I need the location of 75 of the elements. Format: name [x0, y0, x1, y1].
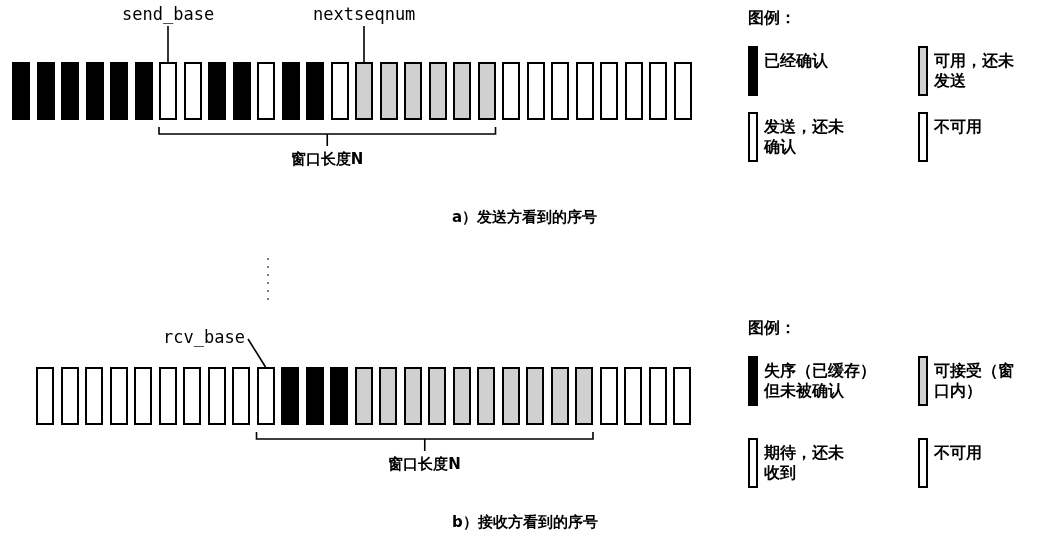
sequence-number-slot [257, 62, 275, 120]
legend-heading: 图例： [748, 318, 796, 338]
figure-caption: a）发送方看到的序号 [452, 208, 598, 227]
sequence-number-slot [648, 367, 667, 425]
pointer-label: nextseqnum [313, 4, 416, 24]
sequence-number-slot [673, 62, 692, 120]
sequence-number-slot [575, 367, 593, 425]
sequence-number-slot [624, 62, 643, 120]
sequence-number-slot [453, 62, 471, 120]
sequence-number-slot [477, 367, 495, 425]
sequence-number-slot [305, 367, 324, 425]
legend-label: 可接受（窗口内） [934, 361, 1015, 401]
legend-label: 发送，还未确认 [764, 117, 845, 157]
figure-caption: b）接收方看到的序号 [452, 513, 598, 532]
sequence-number-slot [673, 367, 691, 425]
sequence-number-slot [330, 62, 349, 120]
legend-label: 已经确认 [764, 51, 829, 71]
sequence-number-slot [208, 62, 226, 120]
pointer-label: send_base [122, 4, 215, 24]
sequence-number-slot [600, 62, 618, 120]
sequence-number-slot [36, 367, 54, 425]
sequence-number-slot [624, 367, 642, 425]
sequence-number-slot [452, 367, 471, 425]
legend-label: 期待，还未收到 [764, 443, 845, 483]
pointer-label: rcv_base [163, 327, 245, 347]
legend-heading: 图例： [748, 8, 796, 28]
sequence-number-slot [85, 62, 104, 120]
sequence-number-slot [379, 367, 397, 425]
sequence-number-slot [232, 62, 251, 120]
sequence-number-slot [61, 62, 79, 120]
sequence-number-slot [354, 367, 373, 425]
sequence-number-slot [526, 367, 544, 425]
legend-label: 不可用 [934, 443, 983, 463]
sequence-number-slot [256, 367, 275, 425]
sequence-number-slot [477, 62, 496, 120]
sequence-number-slot [355, 62, 373, 120]
sequence-number-slot [110, 62, 128, 120]
leader-line [363, 25, 365, 63]
sequence-number-slot [428, 367, 446, 425]
sequence-number-slot [183, 367, 201, 425]
sequence-number-slot [575, 62, 594, 120]
sequence-number-slot [306, 62, 324, 120]
sequence-number-slot [501, 367, 520, 425]
sequence-number-slot [550, 367, 569, 425]
legend-label: 可用，还未发送 [934, 51, 1015, 91]
legend-label: 不可用 [934, 117, 983, 137]
sequence-number-slot [551, 62, 569, 120]
window-size-label: 窗口长度N [290, 150, 364, 169]
sequence-number-slot [404, 62, 422, 120]
sequence-number-slot [379, 62, 398, 120]
sequence-number-slot [281, 62, 300, 120]
sequence-number-slot [330, 367, 348, 425]
sequence-number-slot [134, 367, 152, 425]
sequence-number-slot [36, 62, 55, 120]
legend-label: 失序（已缓存）但未被确认 [764, 361, 877, 401]
sequence-number-slot [232, 367, 250, 425]
sequence-number-slot [428, 62, 447, 120]
sequence-number-slot [502, 62, 520, 120]
sequence-number-slot [281, 367, 299, 425]
sequence-number-slot [183, 62, 202, 120]
leader-line [247, 338, 267, 368]
window-size-label: 窗口长度N [388, 455, 461, 474]
sequence-number-slot [85, 367, 103, 425]
sequence-number-slot [207, 367, 226, 425]
sequence-number-slot [599, 367, 618, 425]
sequence-number-slot [60, 367, 79, 425]
sequence-number-slot [403, 367, 422, 425]
sequence-number-slot [649, 62, 667, 120]
sequence-number-slot [109, 367, 128, 425]
leader-line [167, 25, 169, 63]
sequence-number-slot [134, 62, 153, 120]
sequence-number-slot [159, 62, 177, 120]
sequence-number-slot [526, 62, 545, 120]
sequence-number-slot [158, 367, 177, 425]
sequence-number-slot [12, 62, 30, 120]
